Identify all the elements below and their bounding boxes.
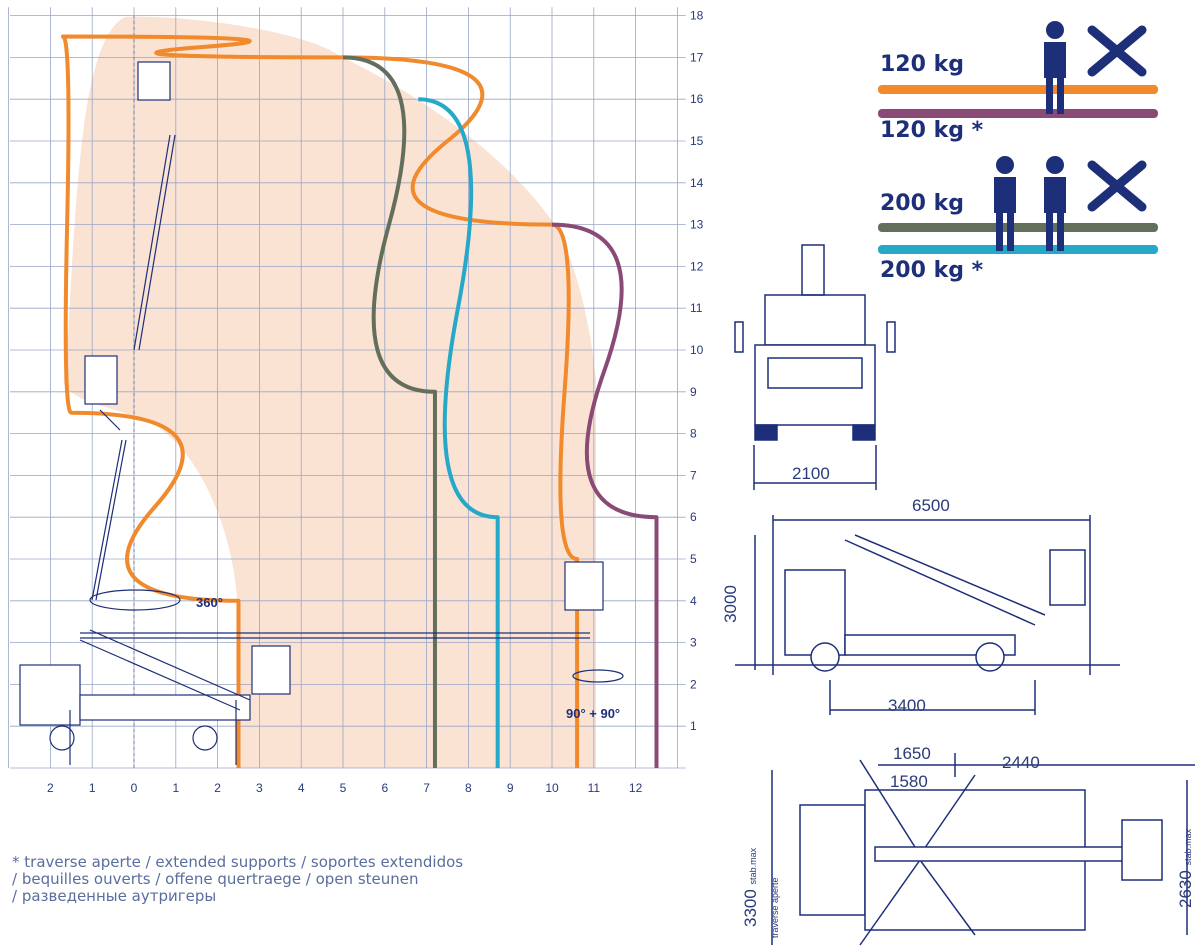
y-tick-label: 9 [690,385,697,399]
x-tick-label: 10 [545,781,559,795]
range-curves [60,34,659,769]
footnote: * traverse aperte / extended supports / … [12,854,463,905]
dim-top-left-label: traverse aperte [770,877,780,938]
x-tick-label: 0 [131,781,138,795]
working-envelope-fill [63,16,597,769]
range-curve-0 [60,34,580,768]
tools-icon [1087,25,1147,77]
range-curve-1 [551,222,659,769]
y-tick-label: 3 [690,636,697,650]
boom-vertical-illustration [19,61,624,765]
footnote-line-2: / bequilles ouverts / offene quertraege … [12,870,419,888]
worker-icon-3 [1044,156,1066,251]
worker-icon [1044,21,1066,114]
y-tick-label: 12 [690,259,704,273]
tools-icon-2 [1087,160,1147,212]
x-tick-label: 5 [340,781,347,795]
rotation-label-360: 360° [196,595,223,610]
legend-line-orange [878,85,1158,94]
y-tick-label: 18 [690,9,704,23]
range-curve-2 [342,55,437,768]
dim-top-left: 3300 stab.max [741,737,765,927]
x-tick-label: 12 [629,781,643,795]
y-tick-label: 11 [690,301,703,315]
y-tick-label: 17 [690,50,704,64]
y-tick-label: 5 [690,552,697,566]
dim-top-right-value: 2630 [1176,870,1195,908]
truck-top-view [771,753,1195,946]
dim-top-a: 1650 [893,744,931,763]
y-tick-label: 15 [690,134,704,148]
dim-top-left-sub: stab.max [748,847,758,885]
legend-line-olive [878,223,1158,232]
y-tick-label: 7 [690,468,697,482]
x-tick-label: 4 [298,781,305,795]
truck-front-view [734,244,896,490]
legend-label-200: 200 kg [880,191,964,216]
x-tick-label: 2 [47,781,54,795]
y-tick-label: 10 [690,343,704,357]
dim-side-height: 3000 [720,585,740,623]
dim-side-length: 6500 [912,496,950,515]
x-tick-label: 1 [172,781,179,795]
y-tick-label: 1 [690,719,697,733]
dim-front-width: 2100 [792,464,830,483]
worker-icon-2 [994,156,1016,251]
x-tick-label: 8 [465,781,472,795]
dim-top-right: 2630 stab.max [1176,788,1200,908]
y-tick-label: 4 [690,594,697,608]
x-tick-label: 2 [214,781,221,795]
dim-top-right-sub: stab.max [1183,828,1193,866]
dim-top-b: 1580 [890,772,928,791]
x-tick-label: 9 [507,781,514,795]
footnote-line-1: * traverse aperte / extended supports / … [12,853,464,871]
legend-line-purple [878,109,1158,118]
dim-top-left-value: 3300 [741,889,760,927]
legend-line-cyan [878,245,1158,254]
y-tick-label: 6 [690,510,697,524]
y-tick-label: 13 [690,218,704,232]
dim-top-c: 2440 [1002,753,1040,772]
x-tick-label: 6 [381,781,388,795]
dim-wheelbase: 3400 [888,696,926,715]
range-curve-3 [418,97,500,768]
legend-graphics [878,21,1158,254]
truck-side-view [735,515,1120,715]
x-tick-label: 11 [588,781,601,795]
legend-label-200-star: 200 kg * [880,258,984,283]
legend-label-120-star: 120 kg * [880,118,984,143]
legend-label-120: 120 kg [880,52,964,77]
x-tick-label: 7 [423,781,430,795]
footnote-line-3: / разведенные аутригеры [12,887,217,905]
x-tick-label: 1 [89,781,96,795]
y-tick-label: 8 [690,427,697,441]
rotation-label-90: 90° + 90° [566,706,620,721]
y-tick-label: 14 [690,176,704,190]
x-tick-label: 3 [256,781,263,795]
y-tick-label: 2 [690,677,697,691]
y-tick-label: 16 [690,92,704,106]
